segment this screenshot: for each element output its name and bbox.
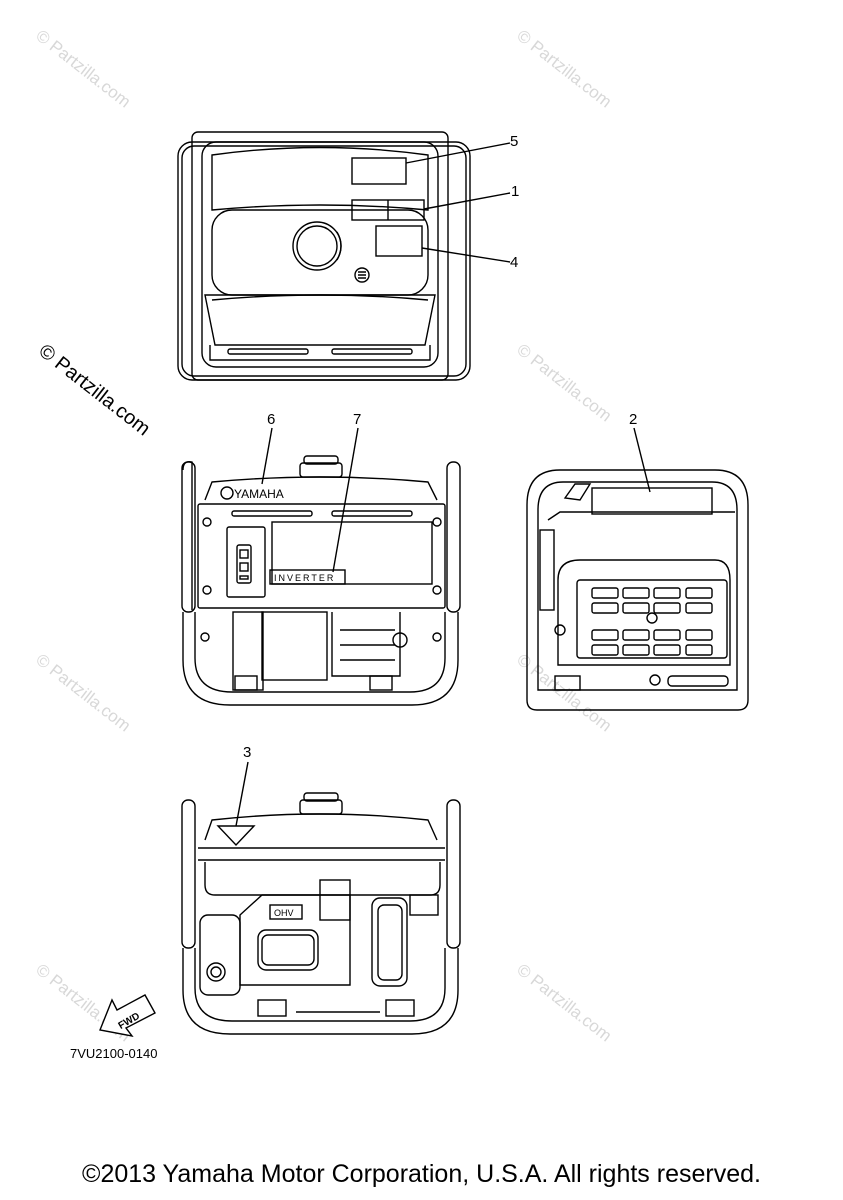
- front-view: [181, 427, 461, 706]
- callout-6: 6: [267, 411, 276, 428]
- engine-view: [99, 761, 461, 1038]
- callout-3: 3: [243, 744, 252, 761]
- label-2-decal: [591, 487, 713, 515]
- fwd-arrow-icon: [99, 994, 156, 1038]
- ohv-decal: [269, 904, 303, 920]
- callout-4: 4: [510, 254, 519, 271]
- rear-view: [177, 131, 511, 381]
- callout-1: 1: [511, 183, 520, 200]
- ohv-text: OHV: [274, 908, 294, 918]
- label-5-decal: [351, 157, 407, 185]
- label-3-decal: [216, 825, 256, 847]
- callout-5: 5: [510, 133, 519, 150]
- callout-2: 2: [629, 411, 638, 428]
- brand-text: YAMAHA: [234, 487, 284, 501]
- copyright-notice: ©2013 Yamaha Motor Corporation, U.S.A. A…: [82, 1160, 761, 1188]
- part-code: 7VU2100-0140: [70, 1046, 158, 1061]
- side-view: [526, 427, 749, 711]
- inverter-text: INVERTER: [274, 573, 335, 583]
- inverter-decal: [269, 569, 346, 585]
- callout-7: 7: [353, 411, 362, 428]
- label-4-decal: [375, 225, 423, 257]
